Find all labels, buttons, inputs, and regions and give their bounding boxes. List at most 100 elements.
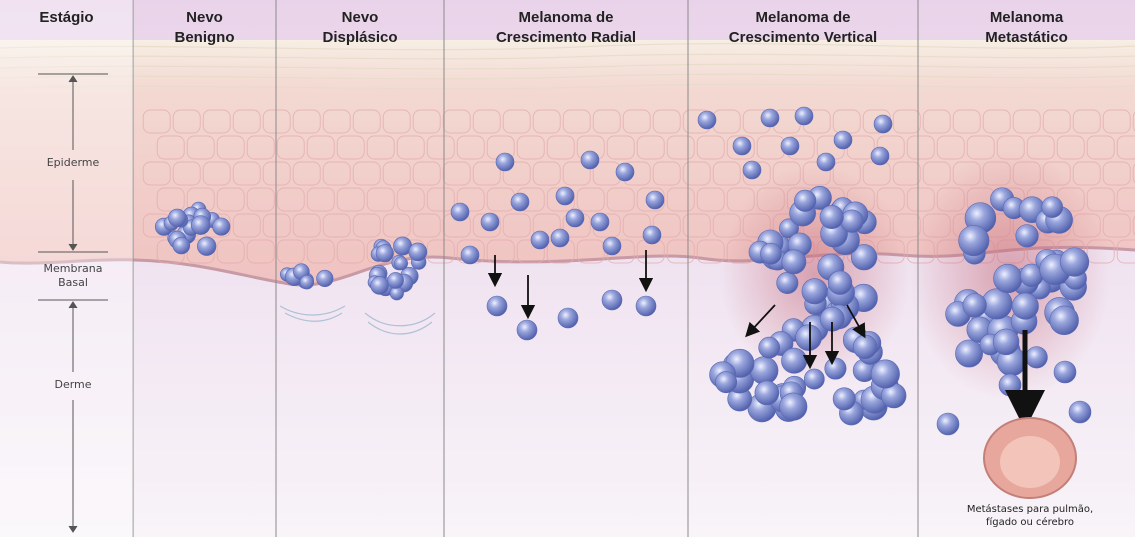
- header-line: Crescimento Vertical: [688, 28, 918, 48]
- melanocyte-cell: [733, 137, 751, 155]
- melanocyte-cell: [963, 293, 987, 317]
- metastasis-note: Metástases para pulmão, fígado ou cérebr…: [930, 503, 1130, 529]
- metastasis-note-line: Metástases para pulmão,: [930, 503, 1130, 516]
- melanocyte-cell: [1042, 197, 1063, 218]
- melanocyte-cell: [841, 210, 864, 233]
- basal-membrane-label: Membrana Basal: [24, 262, 122, 290]
- header-line: Nevo: [133, 8, 276, 28]
- melanocyte-cell: [959, 225, 989, 255]
- epidermis-label-text: Epiderme: [30, 156, 116, 170]
- stage-header-metastatic: Melanoma Metastático: [918, 8, 1135, 48]
- melanocyte-cell: [795, 107, 813, 125]
- dermis-label: Derme: [30, 378, 116, 392]
- melanocyte-cell: [1016, 224, 1039, 247]
- stage-header-dysplastic-nevus: Nevo Displásico: [276, 8, 444, 48]
- melanocyte-cell: [781, 137, 799, 155]
- melanocyte-cell: [581, 151, 599, 169]
- melanocyte-cell: [804, 369, 824, 389]
- melanocyte-cell: [780, 393, 807, 420]
- melanocyte-cell: [602, 290, 622, 310]
- melanocyte-cell: [834, 131, 852, 149]
- melanocyte-cell: [191, 216, 210, 235]
- header-line: Displásico: [276, 28, 444, 48]
- melanocyte-cell: [517, 320, 537, 340]
- stage-header: Estágio: [0, 8, 133, 28]
- melanocyte-cell: [825, 358, 846, 379]
- melanocyte-cell: [698, 111, 716, 129]
- melanocyte-cell: [646, 191, 664, 209]
- melanocyte-cell: [871, 147, 889, 165]
- melanocyte-cell: [371, 277, 389, 295]
- header-line: Melanoma de: [444, 8, 688, 28]
- melanocyte-cell: [1054, 361, 1076, 383]
- melanocyte-cell: [616, 163, 634, 181]
- melanocyte-cell: [558, 308, 578, 328]
- melanocyte-cell: [1069, 401, 1091, 423]
- melanocyte-cell: [511, 193, 529, 211]
- melanocyte-cell: [300, 275, 314, 289]
- melanocyte-cell: [817, 153, 835, 171]
- melanocyte-cell: [1026, 346, 1048, 368]
- melanocyte-cell: [1050, 306, 1079, 335]
- header-line: Melanoma: [918, 8, 1135, 28]
- melanocyte-cell: [556, 187, 574, 205]
- melanocyte-cell: [993, 329, 1019, 355]
- melanocyte-cell: [173, 237, 190, 254]
- melanocyte-cell: [874, 115, 892, 133]
- melanocyte-cell: [566, 209, 584, 227]
- melanocyte-cell: [409, 243, 427, 261]
- melanocyte-cell: [820, 205, 843, 228]
- basal-membrane-label-line: Membrana: [24, 262, 122, 276]
- melanocyte-cell: [833, 388, 855, 410]
- melanocyte-cell: [496, 153, 514, 171]
- melanocyte-cell: [715, 371, 736, 392]
- stage-header-vertical-growth: Melanoma de Crescimento Vertical: [688, 8, 918, 48]
- melanocyte-cell: [993, 264, 1022, 293]
- melanocyte-cell: [636, 296, 656, 316]
- melanocyte-cell: [1060, 248, 1089, 277]
- melanocyte-cell: [531, 231, 549, 249]
- stage-header-radial-growth: Melanoma de Crescimento Radial: [444, 8, 688, 48]
- melanocyte-cell: [388, 272, 404, 288]
- melanocyte-cell: [394, 257, 407, 270]
- melanocyte-cell: [755, 381, 779, 405]
- melanocyte-cell: [750, 357, 778, 385]
- epidermis-label: Epiderme: [30, 156, 116, 170]
- melanocyte-cell: [794, 190, 816, 212]
- melanocyte-cell: [777, 272, 798, 293]
- header-line: Crescimento Radial: [444, 28, 688, 48]
- melanocyte-cell: [782, 250, 806, 274]
- melanocyte-cell: [551, 229, 569, 247]
- basal-membrane-label-line: Basal: [24, 276, 122, 290]
- stage-header-benign-nevus: Nevo Benigno: [133, 8, 276, 48]
- melanocyte-cell: [643, 226, 661, 244]
- melanocyte-cell: [955, 340, 982, 367]
- header-line: Benigno: [133, 28, 276, 48]
- melanocyte-cell: [828, 271, 852, 295]
- melanocyte-cell: [937, 413, 959, 435]
- dermis-label-text: Derme: [30, 378, 116, 392]
- metastasis-note-line: fígado ou cérebro: [930, 516, 1130, 529]
- melanocyte-cell: [796, 325, 822, 351]
- melanocyte-cell: [487, 296, 507, 316]
- melanocyte-cell: [376, 244, 394, 262]
- header-line: Melanoma de: [688, 8, 918, 28]
- melanocyte-cell: [1012, 293, 1038, 319]
- melanocyte-cell: [591, 213, 609, 231]
- melanocyte-cell: [999, 374, 1021, 396]
- melanocyte-cell: [213, 218, 230, 235]
- melanocyte-cell: [871, 360, 899, 388]
- header-line: Metastático: [918, 28, 1135, 48]
- melanocyte-cell: [461, 246, 479, 264]
- melanocyte-cell: [759, 337, 780, 358]
- melanocyte-cell: [317, 270, 334, 287]
- melanocyte-cell: [853, 335, 877, 359]
- melanocyte-cell: [481, 213, 499, 231]
- melanocyte-cell: [760, 243, 781, 264]
- stage-header-title: Estágio: [0, 8, 133, 28]
- melanocyte-cell: [781, 348, 806, 373]
- melanocyte-cell: [197, 237, 216, 256]
- melanocyte-cell: [761, 109, 779, 127]
